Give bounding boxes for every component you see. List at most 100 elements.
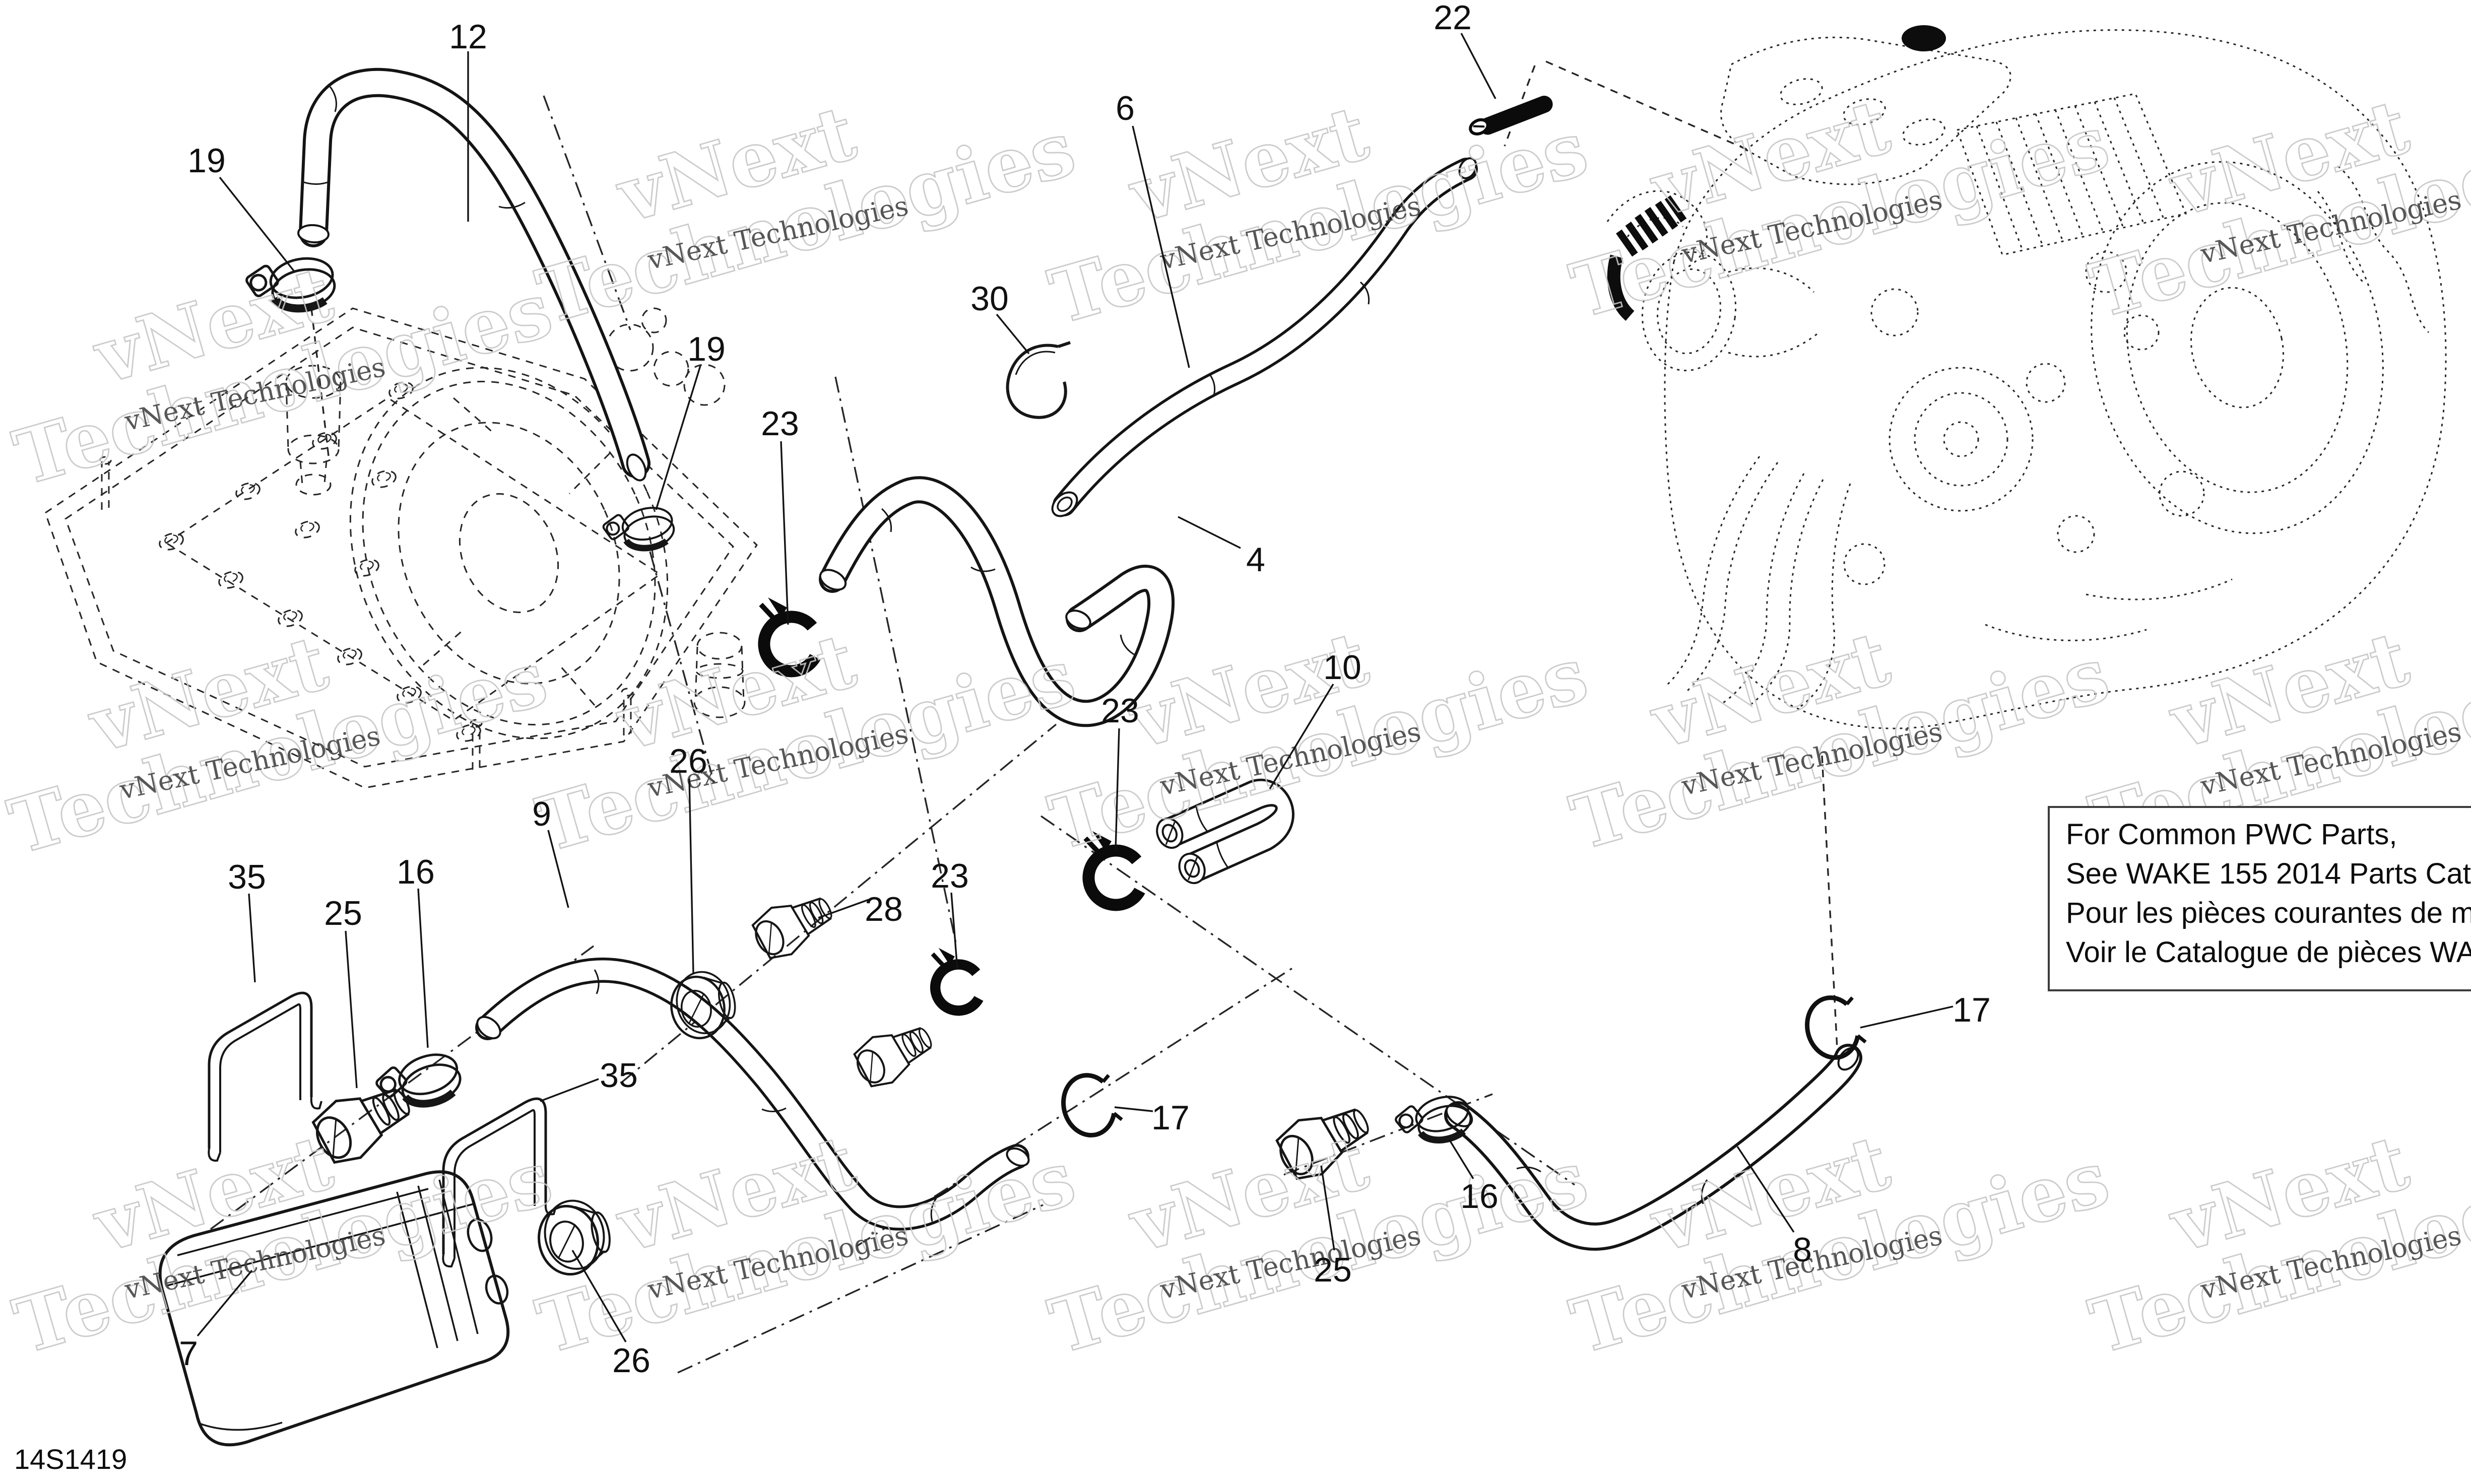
bolt-hole (235, 482, 261, 500)
note-line-4: Voir le Catalogue de pièces WAKE 155 201… (2066, 936, 2471, 969)
leader-28 (818, 899, 869, 919)
clamp-16b (1392, 1091, 1475, 1151)
leader-23 (780, 441, 789, 625)
connector-10 (1156, 778, 1294, 885)
leader-30 (996, 313, 1030, 355)
callout-8: 8 (1793, 1231, 1812, 1269)
hose-6 (1051, 157, 1478, 517)
leader-16 (417, 888, 429, 1048)
leader-10 (1269, 684, 1334, 789)
leader-35 (540, 1078, 599, 1102)
bolt-hole (218, 571, 243, 589)
note-line-2: See WAKE 155 2014 Parts Catalog/ (2066, 857, 2471, 890)
engine-solid-details (1607, 25, 1946, 321)
bolt-hole-inner (241, 484, 255, 494)
callout-30: 30 (970, 280, 1009, 318)
callout-7: 7 (179, 1334, 198, 1373)
leader-7 (197, 1269, 253, 1337)
callout-26: 26 (669, 742, 707, 780)
note-line-3: Pour les pièces courantes de motomarine, (2066, 897, 2471, 929)
bolt-hole (337, 647, 362, 665)
leader-35 (248, 893, 256, 983)
note-block: For Common PWC Parts, See WAKE 155 2014 … (2048, 806, 2471, 991)
bolt-hole-inner (343, 649, 357, 659)
bolt-hole (278, 609, 303, 627)
diagram-id: 14S1419 (14, 1443, 127, 1475)
clip-30 (1006, 341, 1071, 419)
leader-22 (1460, 33, 1497, 99)
leader-6 (1132, 125, 1190, 368)
bolt-hole-inner (377, 472, 391, 482)
leader-19 (219, 176, 296, 273)
callout-22: 22 (1434, 0, 1472, 37)
leader-26 (688, 778, 694, 975)
note-box (2048, 806, 2471, 991)
bolt-hole (295, 520, 320, 538)
clamp-22 (1469, 96, 1553, 136)
intercooler-7 (158, 1170, 510, 1447)
fitting-28 (747, 884, 840, 966)
hose-4 (819, 476, 1175, 727)
bolt-hole (456, 724, 481, 742)
bolt-hole-inner (394, 383, 408, 393)
bolt-hole-inner (402, 688, 416, 698)
callout-35: 35 (228, 858, 266, 896)
bolt-hole (312, 432, 337, 450)
ride-plate-ghost (44, 307, 758, 789)
leader-23 (950, 892, 958, 970)
leader-4 (1178, 516, 1241, 549)
hoses (297, 68, 1862, 1251)
callout-28: 28 (865, 890, 903, 928)
leader-16 (1448, 1139, 1474, 1179)
callout-23: 23 (931, 857, 969, 895)
hose-8 (1444, 1044, 1862, 1251)
bolt-hole (388, 381, 414, 399)
bolt-hole-inner (462, 726, 476, 736)
callout-19: 19 (187, 142, 226, 180)
callout-25: 25 (1314, 1251, 1352, 1289)
hose-12 (297, 68, 651, 482)
callout-23: 23 (1101, 692, 1139, 730)
callout-10: 10 (1323, 648, 1361, 687)
bolt-hole (371, 470, 397, 488)
note-line-1: For Common PWC Parts, (2066, 818, 2397, 851)
callout-4: 4 (1246, 541, 1265, 579)
callout-35: 35 (600, 1056, 638, 1095)
leader-25 (1320, 1165, 1335, 1251)
bolt-hole-inner (283, 611, 297, 621)
callout-9: 9 (532, 795, 551, 833)
callout-23: 23 (761, 404, 799, 443)
fitting-28b (849, 1014, 940, 1094)
callout-12: 12 (449, 18, 487, 56)
callout-25: 25 (324, 894, 362, 932)
hose-9 (475, 957, 1030, 1231)
filler-cap (1902, 25, 1946, 51)
callout-17: 17 (1953, 991, 1991, 1029)
bolt-hole-inner (317, 434, 332, 444)
leader-17 (1860, 1005, 1954, 1029)
callout-6: 6 (1116, 89, 1135, 127)
bolt-hole (159, 532, 184, 551)
bolt-hole-inner (360, 561, 374, 571)
callout-layer: 1219192363022423102692823352516351717251… (179, 0, 1991, 1380)
engine-ghost (1606, 29, 2447, 729)
callout-26: 26 (612, 1341, 651, 1380)
parts (158, 96, 1868, 1447)
bolt-hole-inner (300, 522, 314, 532)
callout-16: 16 (397, 853, 435, 891)
bolt-hole (397, 686, 422, 704)
leader-25 (345, 930, 358, 1089)
leader-9 (547, 830, 569, 908)
callout-19: 19 (687, 330, 726, 368)
bolt-hole (354, 559, 379, 577)
callout-17: 17 (1151, 1099, 1190, 1137)
clip-17a (1057, 1069, 1124, 1140)
